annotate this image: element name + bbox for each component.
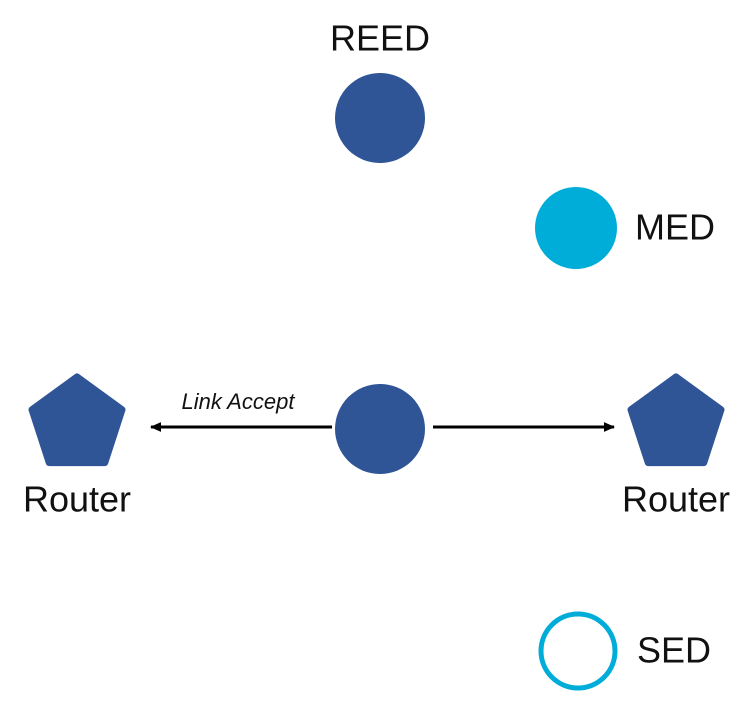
sed-label: SED: [637, 630, 711, 671]
router-left-label: Router: [23, 479, 131, 520]
sed-circle-icon: [538, 611, 618, 691]
node-reed[interactable]: REED: [330, 18, 430, 163]
reed-label: REED: [330, 18, 430, 59]
edge-leader-to-router-left[interactable]: Link Accept: [150, 389, 332, 432]
node-sed[interactable]: SED: [538, 611, 711, 691]
node-leader[interactable]: [335, 384, 425, 474]
med-label: MED: [635, 207, 715, 248]
edge-label-link-accept: Link Accept: [182, 389, 296, 414]
router-right-pentagon-icon: [627, 373, 725, 467]
med-circle-icon: [535, 187, 617, 269]
router-left-pentagon-icon: [28, 373, 126, 467]
node-router-right[interactable]: Router: [622, 373, 730, 520]
node-med[interactable]: MED: [535, 187, 715, 269]
router-right-label: Router: [622, 479, 730, 520]
node-router-left[interactable]: Router: [23, 373, 131, 520]
reed-circle-icon: [335, 73, 425, 163]
leader-circle-icon: [335, 384, 425, 474]
